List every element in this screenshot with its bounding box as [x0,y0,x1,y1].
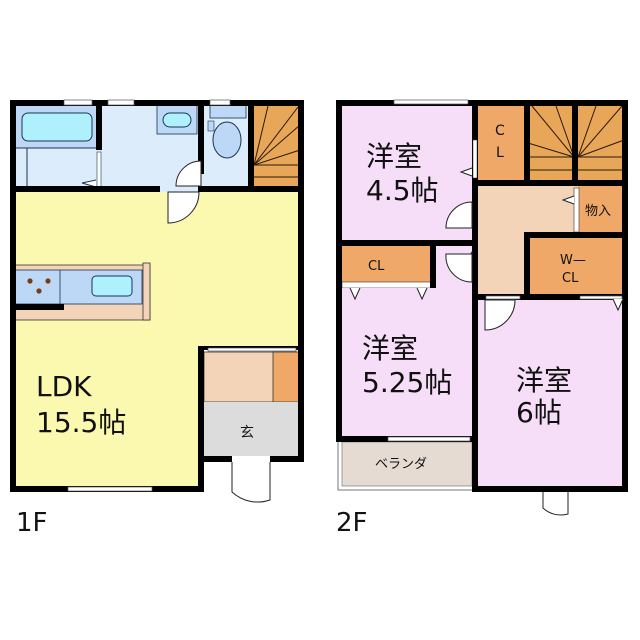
ldk-size: 15.5帖 [36,406,126,439]
stove-burners-icon [27,278,51,294]
washbasin-icon [162,112,192,128]
door-swing-icon [445,201,473,229]
walk-in-closet-label-2: CL [562,271,579,286]
walk-in-closet-label-1: W— [560,253,586,268]
closet-room2 [340,246,432,282]
toilet-icon [212,121,242,159]
room2-name: 洋室 [362,332,418,365]
storage [578,186,624,232]
walk-in-closet [528,238,624,294]
room2-size: 5.25帖 [362,366,452,399]
storage-label: 物入 [585,204,611,219]
western-room-5-25 [340,288,474,436]
ldk-label: LDK [36,370,92,403]
floor-1-label: 1F [16,508,48,538]
door-swing-icon [445,253,473,283]
closet-l-label: L [496,145,504,161]
door-swing-icon [542,492,569,516]
room3-size: 6帖 [516,396,562,429]
entrance-door-icon [231,462,271,503]
floor-1: LDK 15.5帖 玄 1F [10,99,304,538]
balcony-label: ベランダ [375,457,427,472]
entrance-area [204,402,300,456]
door-swing-icon [175,160,202,187]
closet-c-label: C [495,123,505,139]
floor-2-label: 2F [336,508,368,538]
room1-size: 4.5帖 [366,174,439,207]
closet-label: CL [368,259,385,274]
closet-tall [478,104,524,182]
room1-name: 洋室 [366,140,422,173]
door-swing-icon [167,191,200,224]
stairs-icon [527,104,625,182]
kitchen-sink-icon [91,275,133,297]
floor-2: 洋室 4.5帖 洋室 5.25帖 洋室 6帖 C L CL 物入 W— CL ベ… [336,99,628,538]
room3-name: 洋室 [516,364,572,397]
balcony [341,441,473,487]
door-marker-icon [81,179,97,188]
entrance-label: 玄 [240,424,254,441]
stairs-icon [253,104,301,192]
door-swing-icon [484,299,516,331]
western-room-6 [478,298,624,486]
bathtub-icon [21,112,93,142]
